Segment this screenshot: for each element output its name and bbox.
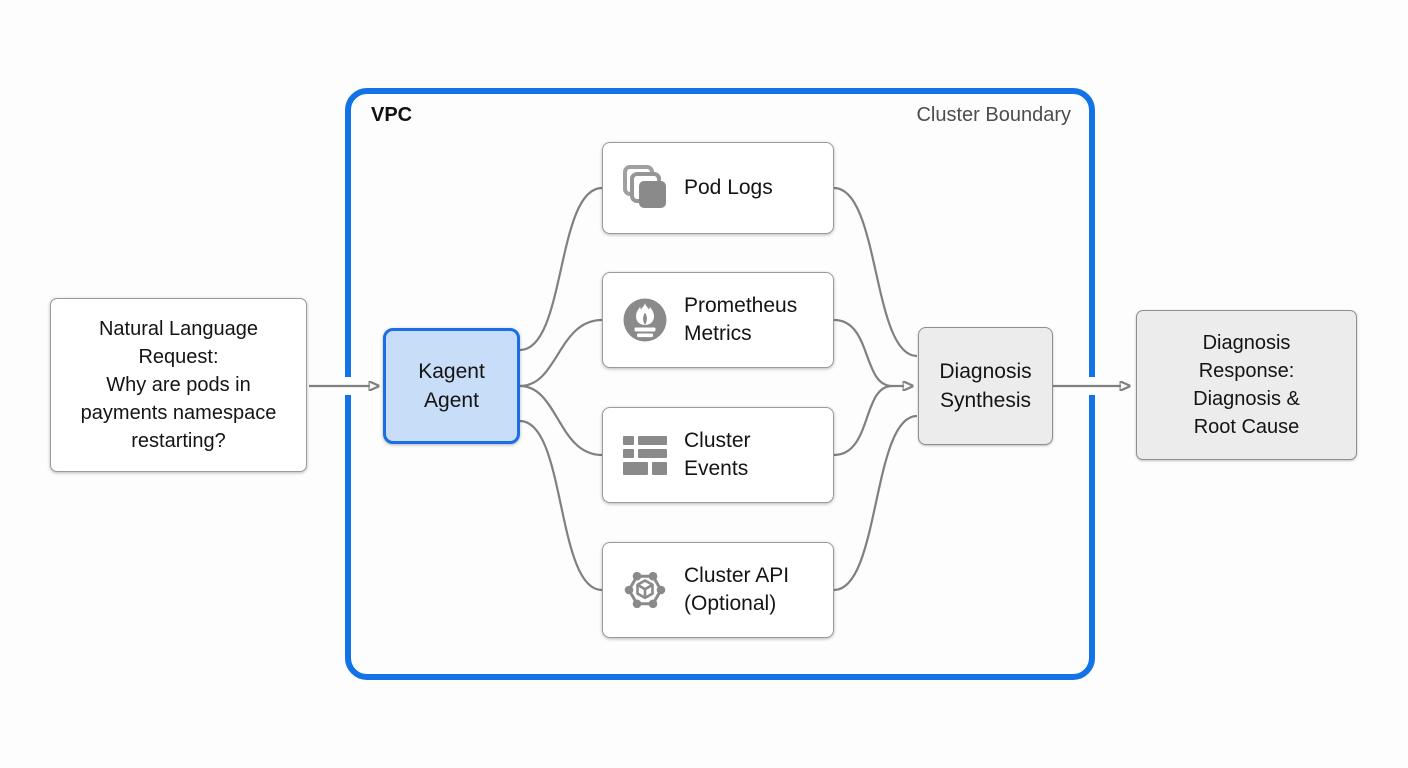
diagnosis-response-node: Diagnosis Response: Diagnosis & Root Cau… xyxy=(1136,310,1357,460)
prometheus-line: Prometheus xyxy=(684,294,798,317)
synthesis-line: Diagnosis xyxy=(939,360,1032,383)
response-line: Diagnosis & xyxy=(1193,388,1300,410)
connector-agent-clusterevents xyxy=(519,384,603,457)
request-line: Why are pods in xyxy=(106,374,251,396)
agent-line: Kagent xyxy=(418,360,485,383)
connector-clusterevents-synthesis xyxy=(833,384,893,457)
vpc-label: VPC xyxy=(371,104,413,126)
cluster-events-node: Cluster Events xyxy=(602,407,834,503)
synthesis-text: Diagnosis Synthesis xyxy=(939,357,1031,415)
request-line: restarting? xyxy=(131,430,226,452)
connector-clusterapi-synthesis xyxy=(833,414,918,592)
response-line: Diagnosis xyxy=(1202,332,1291,354)
cluster-api-node: Cluster API (Optional) xyxy=(602,542,834,638)
prometheus-flame-icon xyxy=(623,298,667,342)
pod-logs-node: Pod Logs xyxy=(602,142,834,234)
diagnosis-synthesis-node: Diagnosis Synthesis xyxy=(918,327,1053,445)
pod-logs-label: Pod Logs xyxy=(684,176,773,199)
prometheus-metrics-node: Prometheus Metrics xyxy=(602,272,834,368)
cluster-api-line: Cluster API xyxy=(684,564,790,587)
connector-prometheus-synthesis xyxy=(833,318,893,388)
agent-line: Agent xyxy=(424,389,479,412)
stacked-layers-icon xyxy=(623,165,666,208)
hexagon-nodes-cube-icon xyxy=(624,571,666,609)
cluster-events-text: Cluster Events xyxy=(684,427,751,483)
response-text: Diagnosis Response: Diagnosis & Root Cau… xyxy=(1193,329,1300,441)
synthesis-line: Synthesis xyxy=(939,389,1032,412)
request-text: Natural Language Request: Why are pods i… xyxy=(81,315,277,455)
request-line: Request: xyxy=(138,346,219,368)
cluster-api-line: (Optional) xyxy=(684,592,777,615)
prometheus-line: Metrics xyxy=(684,322,752,345)
connector-agent-podlogs xyxy=(519,186,603,352)
connector-agent-prometheus xyxy=(519,318,603,388)
connector-podlogs-synthesis xyxy=(833,186,918,358)
agent-text: Kagent Agent xyxy=(418,357,485,415)
natural-language-request-node: Natural Language Request: Why are pods i… xyxy=(50,298,307,472)
kagent-agent-node: Kagent Agent xyxy=(383,328,520,444)
request-line: Natural Language xyxy=(98,318,258,340)
grid-table-icon xyxy=(623,436,667,475)
cluster-events-line: Events xyxy=(684,457,749,480)
cluster-events-line: Cluster xyxy=(684,429,751,452)
cluster-boundary-label: Cluster Boundary xyxy=(916,104,1071,126)
cluster-api-text: Cluster API (Optional) xyxy=(684,562,789,618)
pod-logs-text: Pod Logs xyxy=(684,174,773,202)
connector-agent-clusterapi xyxy=(519,419,603,592)
request-line: payments namespace xyxy=(80,402,277,424)
response-line: Response: xyxy=(1198,360,1295,382)
response-line: Root Cause xyxy=(1193,416,1300,438)
prometheus-text: Prometheus Metrics xyxy=(684,292,797,348)
